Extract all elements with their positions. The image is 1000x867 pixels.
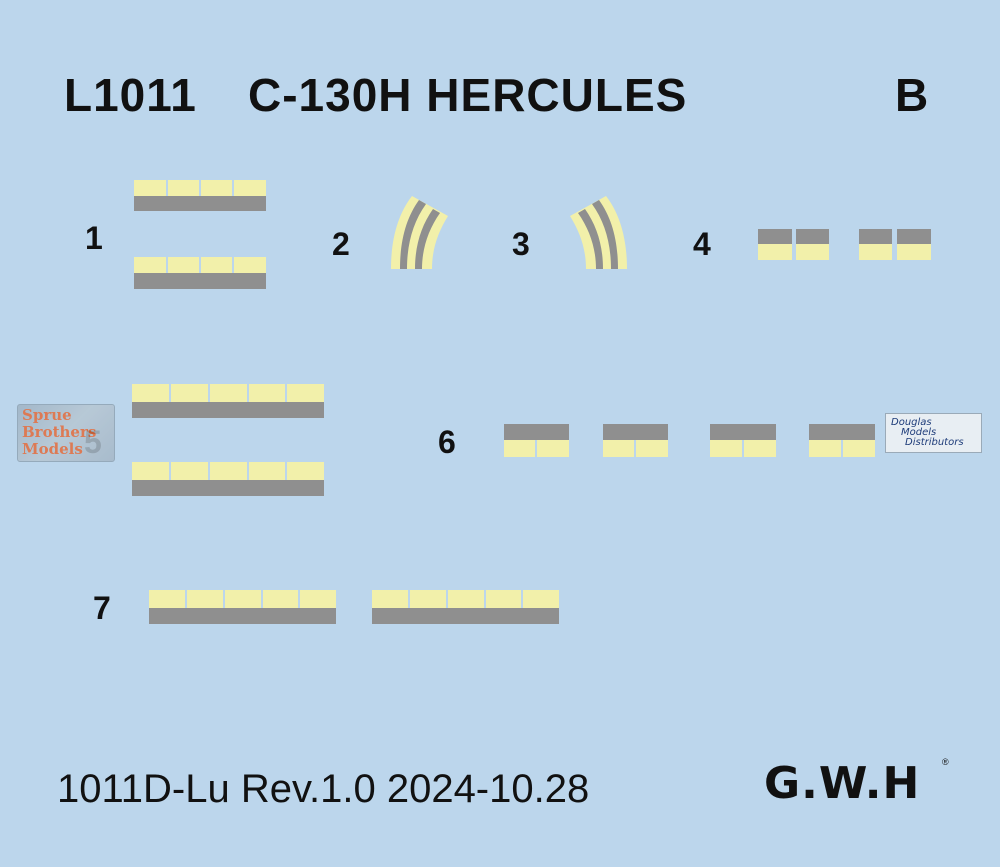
decal-6-block-2 <box>603 424 668 457</box>
decal-4-block-left <box>758 229 829 260</box>
aircraft-title: C-130H HERCULES <box>248 69 688 121</box>
kit-code: L1011 <box>64 69 197 121</box>
decal-1-strip-upper <box>134 180 266 211</box>
decal-5-strip-lower <box>132 462 324 496</box>
revision-code: 1011D-Lu Rev.1.0 2024-10.28 <box>57 767 590 811</box>
watermark-right: Douglas Models Distributors <box>885 413 982 453</box>
sheet-letter: B <box>895 69 930 121</box>
decal-7-strip-right <box>372 590 559 624</box>
decal-1-strip-lower <box>134 257 266 289</box>
decal-number-4: 4 <box>693 226 711 262</box>
decal-4-block-right <box>859 229 931 260</box>
decal-number-6: 6 <box>438 424 456 460</box>
decal-7-strip-left <box>149 590 336 624</box>
decal-5-strip-upper <box>132 384 324 418</box>
registered-mark: ® <box>942 757 949 767</box>
watermark-left: Sprue Brothers Models <box>17 404 115 462</box>
decal-2-curved-stripe <box>391 196 448 269</box>
decal-number-3: 3 <box>512 226 530 262</box>
decal-number-1: 1 <box>85 220 103 256</box>
decal-number-2: 2 <box>332 226 350 262</box>
decal-6-block-3 <box>710 424 776 457</box>
brand-logo: G.W.H <box>764 758 921 809</box>
decal-6-block-4 <box>809 424 875 457</box>
decal-6-block-1 <box>504 424 569 457</box>
decal-3-curved-stripe <box>570 196 627 269</box>
decal-number-7: 7 <box>93 590 111 626</box>
